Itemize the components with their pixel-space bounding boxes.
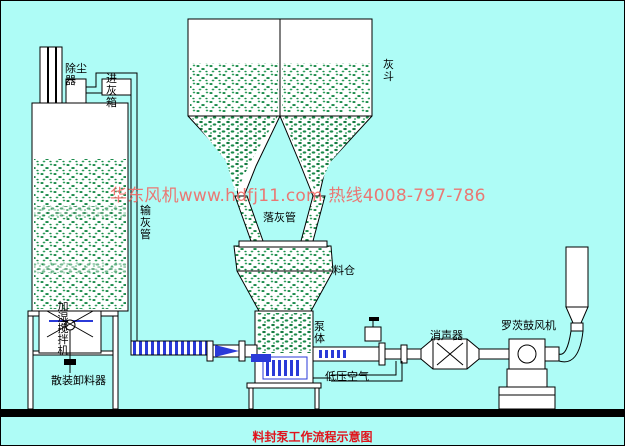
label-ash-pipe: 输灰管 xyxy=(140,204,151,241)
diagram-caption: 料封泵工作流程示意图 xyxy=(252,430,373,444)
ash-hoppers xyxy=(187,18,373,197)
watermark-text: 华东风机www.hdfj11.com 热线4008-797-786 xyxy=(110,186,486,206)
label-ash-inlet: 进灰箱 xyxy=(106,72,117,109)
blower-intake xyxy=(558,246,589,363)
label-pump-body: 泵体 xyxy=(314,320,325,345)
pump-discharge-pipe xyxy=(206,340,271,362)
label-bulk-unloader: 散装卸料器 xyxy=(51,374,106,387)
silencer xyxy=(420,338,510,370)
ground-line xyxy=(1,409,624,417)
roots-blower xyxy=(498,338,560,410)
humidifier-mixer xyxy=(38,310,102,373)
label-ash-hopper: 灰斗 xyxy=(383,58,394,83)
feed-bin xyxy=(233,240,334,312)
low-pressure-air-line xyxy=(312,317,422,382)
label-low-pressure-air: 低压空气 xyxy=(325,370,369,383)
label-silencer: 消声器 xyxy=(430,329,463,342)
label-roots-blower: 罗茨鼓风机 xyxy=(501,319,556,332)
label-drop-pipe: 落灰管 xyxy=(263,211,296,224)
label-feed-bin: 料仓 xyxy=(333,264,355,277)
label-dust-collector: 除尘器 xyxy=(65,62,87,87)
ash-transport-pipe xyxy=(86,72,214,356)
label-humidifier-mixer: 加湿搅拌机 xyxy=(57,300,69,357)
drop-pipes xyxy=(234,195,326,242)
